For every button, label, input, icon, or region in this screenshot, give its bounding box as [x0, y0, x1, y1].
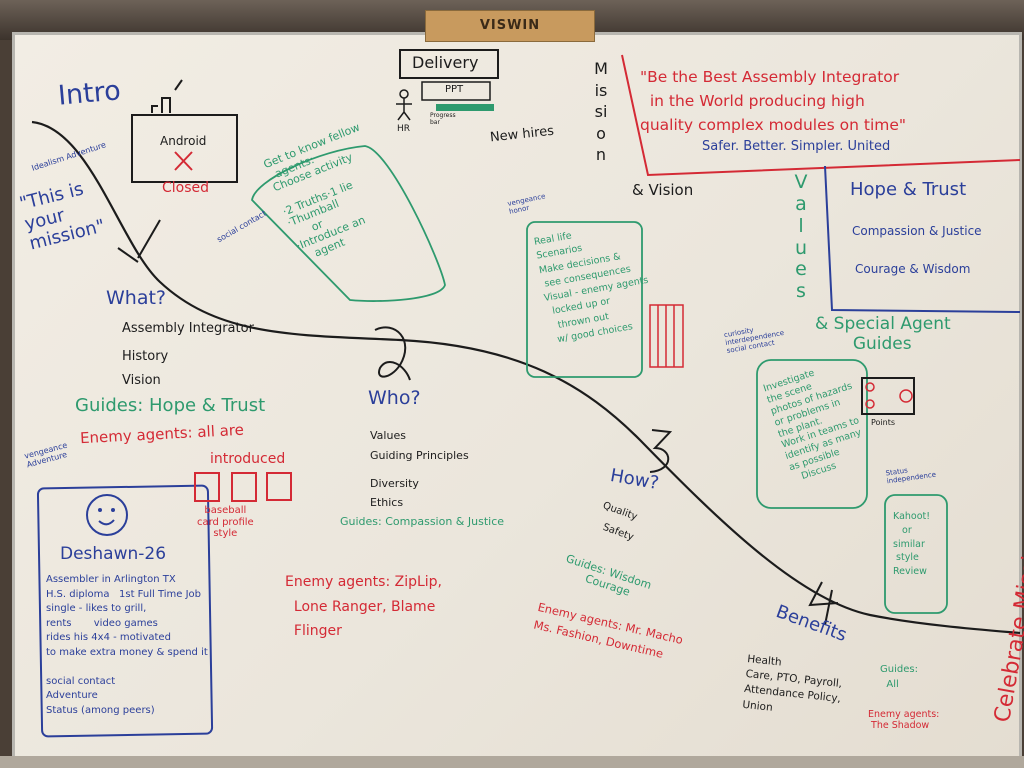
- stage-2-mark: [374, 326, 411, 381]
- investigate-box: [756, 359, 868, 509]
- profile-card: [36, 484, 214, 738]
- delivery-title: Delivery: [412, 53, 479, 72]
- cards-note: baseball card profile style: [197, 505, 254, 539]
- value-item: Compassion & Justice: [852, 224, 982, 238]
- profile-details: Assembler in Arlington TX H.S. diploma 1…: [46, 573, 208, 718]
- values-guides: & Special Agent Guides: [815, 314, 951, 354]
- stage1-guides: Guides: Hope & Trust: [75, 395, 266, 416]
- hr-label: HR: [397, 124, 411, 134]
- profile-line: single - likes to grill,: [46, 603, 147, 614]
- baseball-card-boxes: [194, 472, 292, 502]
- ppt-label: PPT: [445, 84, 464, 95]
- stage1-heading: What?: [106, 287, 167, 309]
- intro-title: Intro: [56, 75, 122, 112]
- scenarios-text: Real life Scenarios Make decisions & see…: [533, 230, 650, 347]
- points-label: Points: [871, 418, 896, 427]
- stage-1-mark: [117, 219, 161, 263]
- profile-line: H.S. diploma 1st Full Time Job: [46, 588, 202, 600]
- stage1-item: History: [122, 349, 169, 364]
- mission-quote: "Be the Best Assembly Integrator in the …: [640, 68, 907, 135]
- stage2-enemy: Enemy agents: ZipLip, Lone Ranger, Blame…: [285, 574, 443, 639]
- value-item: Hope & Trust: [850, 179, 967, 200]
- profile-line: Adventure: [46, 690, 98, 701]
- profile-line: rides his 4x4 - motivated: [46, 632, 171, 643]
- stage2-item: Ethics: [370, 496, 404, 509]
- mission-box: [621, 54, 1021, 177]
- mission-vertical: Mission: [594, 59, 608, 165]
- delivery-box: [399, 49, 499, 79]
- mission-tagline: Safer. Better. Simpler. United: [702, 139, 891, 154]
- android-label: Android: [160, 134, 207, 148]
- hr-stick-figure-icon: [396, 89, 412, 121]
- social-activity-box: [251, 145, 446, 302]
- values-vertical: Values: [794, 171, 808, 303]
- vision-label: & Vision: [632, 181, 694, 199]
- profile-line: to make extra money & spend it: [46, 646, 208, 658]
- profile-line: Assembler in Arlington TX: [46, 574, 176, 585]
- stage1-item: Vision: [122, 373, 161, 388]
- stage4-guides: Guides: All: [880, 664, 918, 690]
- stage4-enemy: Enemy agents: The Shadow: [868, 709, 940, 731]
- android-icon: [131, 79, 238, 183]
- progress-bar-icon: [436, 104, 494, 111]
- progress-label: Progress bar: [430, 112, 456, 126]
- values-box: [824, 165, 1021, 313]
- easel-brand-tab: VISWIN: [425, 10, 595, 42]
- stage-3-mark: [649, 429, 673, 473]
- profile-line: social contact: [46, 675, 116, 687]
- scenarios-box: [526, 221, 643, 378]
- stage2-guides: Guides: Compassion & Justice: [340, 515, 505, 528]
- stage-4-mark: [808, 581, 839, 626]
- smiley-icon: [86, 494, 128, 536]
- profile-name: Deshawn-26: [60, 544, 167, 564]
- review-box: [884, 494, 948, 614]
- stage2-item: Diversity: [370, 477, 419, 490]
- stage4-items: Health Care, PTO, Payroll, Attendance Po…: [741, 652, 843, 714]
- whiteboard: [12, 32, 1022, 762]
- stage1-item: Assembly Integrator: [122, 321, 254, 336]
- profile-line: Status (among peers): [46, 704, 155, 716]
- stage1-enemy-2: introduced: [210, 451, 286, 467]
- jail-icon: [649, 304, 684, 368]
- stage2-heading: Who?: [368, 387, 421, 409]
- review-text: Kahoot! or similar style Review: [893, 511, 931, 578]
- stage2-item: Guiding Principles: [370, 449, 469, 462]
- journey-curve: [31, 120, 1021, 635]
- ppt-box: [421, 81, 491, 101]
- stage2-item: Values: [370, 429, 406, 442]
- marker-tray: [0, 756, 1024, 768]
- closed-label: Closed: [162, 180, 210, 196]
- value-item: Courage & Wisdom: [855, 262, 971, 276]
- profile-line: rents video games: [46, 617, 158, 629]
- points-board-icon: [861, 377, 915, 415]
